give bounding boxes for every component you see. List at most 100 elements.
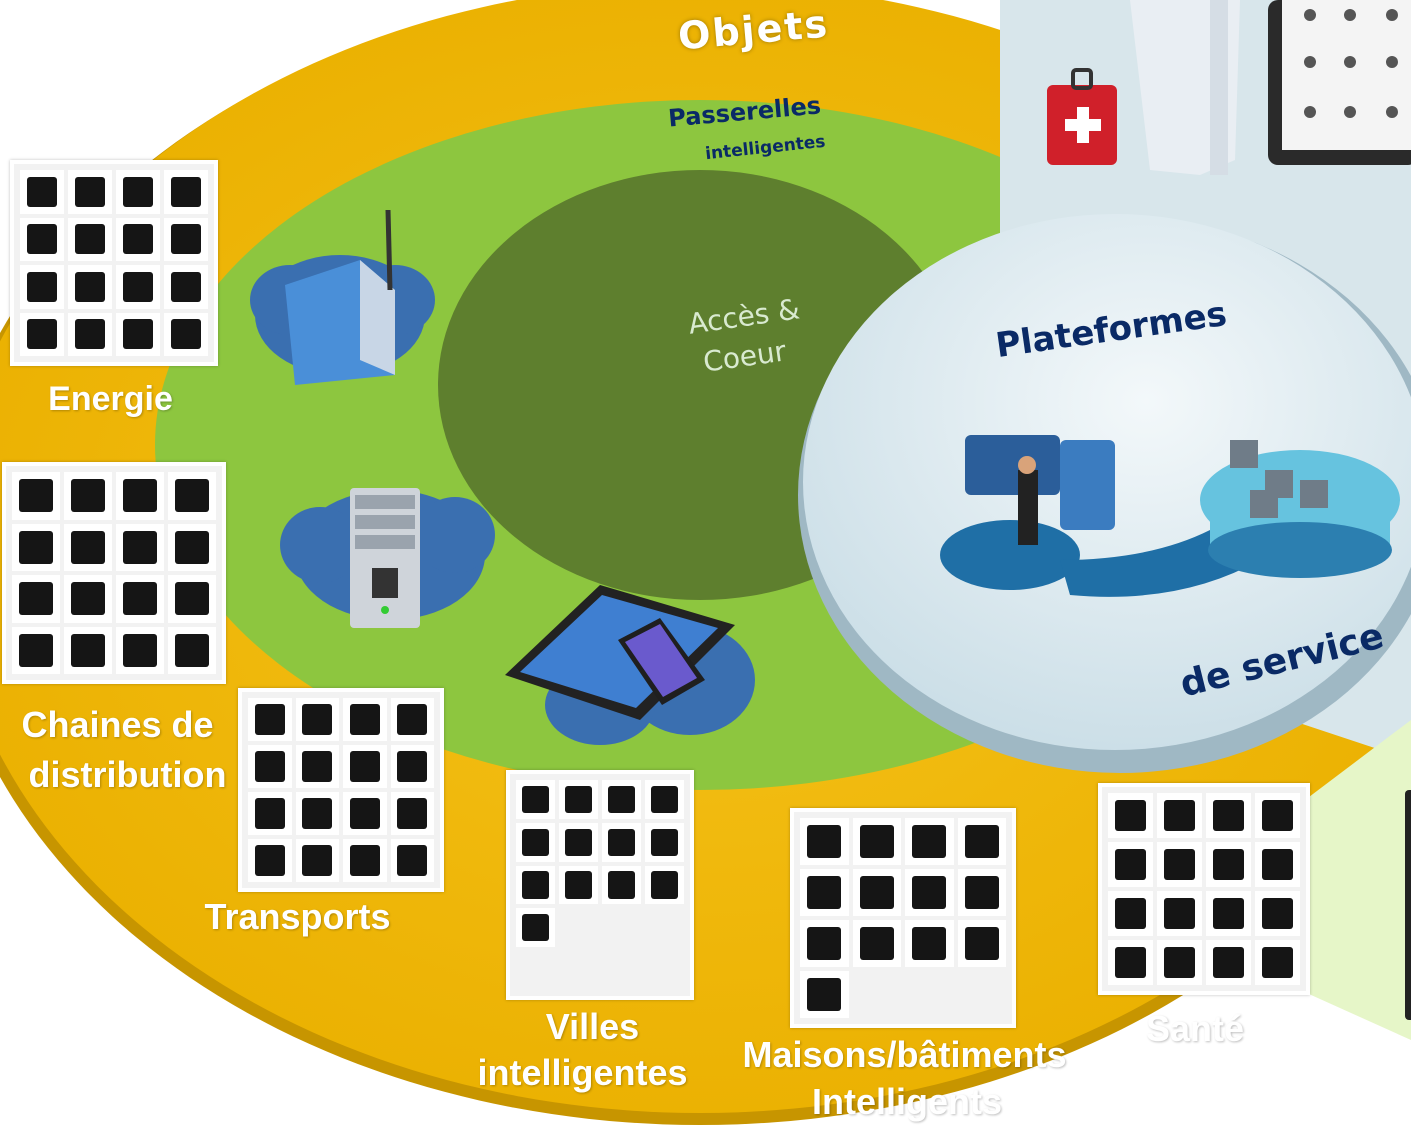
- stethoscope-icon: [1255, 842, 1300, 887]
- factory-icon: [852, 920, 901, 967]
- icon-panel-maisons: [790, 808, 1016, 1028]
- family-house-icon: [905, 869, 954, 916]
- dish-icon: [248, 792, 292, 835]
- open-sign-icon: [116, 575, 164, 623]
- pulse-icon: [1206, 842, 1251, 887]
- oil-drop-icon: [164, 170, 208, 214]
- nuclear-plant-icon: [164, 312, 208, 356]
- icon-panel-chaines: [2, 462, 226, 684]
- coal-cart-icon: [116, 312, 160, 356]
- roof-icon: [905, 920, 954, 967]
- icon-panel-energie: [10, 160, 218, 366]
- money-hand-icon: [116, 626, 164, 674]
- buildings-icon: [516, 780, 555, 819]
- tablet-phone-on-cloud: [505, 585, 755, 745]
- category-label-villes-line1: Villes: [545, 1006, 640, 1047]
- cart-minus-icon: [64, 523, 112, 571]
- blood-icon: [1255, 891, 1300, 936]
- doctor-illustration: [1047, 0, 1411, 175]
- router-on-cloud: [250, 209, 435, 385]
- block-icon: [559, 865, 598, 905]
- hand-house-icon: [957, 869, 1006, 916]
- category-label-maisons-line2: Intelligents: [811, 1081, 1003, 1122]
- house-tools-icon: [957, 920, 1006, 967]
- drip-icon: [1255, 940, 1300, 985]
- fuel-station-icon: [343, 792, 387, 835]
- wind-turbine-icon: [20, 265, 64, 309]
- mouse-icon: [168, 472, 216, 520]
- pill-icon: [1108, 793, 1153, 838]
- category-label-villes-line2: intelligentes: [477, 1052, 688, 1093]
- online-agent-icon: [168, 523, 216, 571]
- timer-icon: [295, 745, 339, 788]
- apartment-icon: [602, 865, 641, 905]
- odometer-icon: [248, 839, 292, 882]
- molecule-icon: [116, 170, 160, 214]
- oil-rig-icon: [68, 312, 112, 356]
- boxes-icon: [116, 472, 164, 520]
- gears-icon: [390, 839, 434, 882]
- hospital-icon: [1157, 891, 1202, 936]
- contract-icon: [12, 626, 60, 674]
- house-icon: [800, 818, 849, 865]
- bridge-icon: [602, 822, 641, 862]
- dna-icon: [1206, 793, 1251, 838]
- category-label-sante: Santé: [1145, 1008, 1245, 1049]
- coupon-icon: [12, 523, 60, 571]
- category-label-chaines-line1: Chaines de: [21, 704, 214, 745]
- houses-icon: [516, 865, 555, 905]
- city-strip-icon: [516, 908, 555, 948]
- tooth-icon: [1108, 940, 1153, 985]
- office-icon: [516, 822, 555, 862]
- category-label-energie: Energie: [48, 380, 173, 418]
- block-icon: [800, 971, 849, 1018]
- basket-icon: [64, 472, 112, 520]
- category-label-maisons-line1: Maisons/bâtiments: [742, 1034, 1067, 1075]
- category-label-transports: Transports: [204, 896, 391, 937]
- globe-pin-icon: [343, 745, 387, 788]
- server-on-cloud: [280, 488, 495, 628]
- skyline-icon: [559, 822, 598, 862]
- solar-house-icon: [20, 217, 64, 261]
- house-icon: [645, 822, 684, 862]
- handshake-icon: [168, 626, 216, 674]
- home-arrow-icon: [800, 869, 849, 916]
- towers-icon: [602, 780, 641, 819]
- factory-icon: [68, 217, 112, 261]
- route-icon: [390, 745, 434, 788]
- category-label-chaines-line2: distribution: [28, 754, 227, 795]
- office-icon: [852, 818, 901, 865]
- syringe-icon: [1206, 940, 1251, 985]
- sale-badge-icon: [64, 575, 112, 623]
- home-icon: [390, 698, 434, 741]
- icon-panel-transports: [238, 688, 444, 892]
- tablet-icon: [1157, 793, 1202, 838]
- test-tubes-icon: [1255, 793, 1300, 838]
- satellite-icon: [248, 745, 292, 788]
- skyscraper-icon: [852, 869, 901, 916]
- car-wifi-icon: [295, 792, 339, 835]
- nurse-icon: [1108, 842, 1153, 887]
- truck-icon: [64, 626, 112, 674]
- checklist-icon: [390, 792, 434, 835]
- barrel-icon: [68, 265, 112, 309]
- bulb-icon: [116, 217, 160, 261]
- capitol-icon: [645, 780, 684, 819]
- callout-device: [1405, 790, 1411, 1020]
- store-icon: [905, 818, 954, 865]
- finish-flag-icon: [248, 698, 292, 741]
- road-icon: [295, 698, 339, 741]
- birdhouse-icon: [957, 818, 1006, 865]
- thermometer-icon: [1206, 891, 1251, 936]
- clock-24-icon: [12, 575, 60, 623]
- fuel-pump-icon: [20, 312, 64, 356]
- cart-plus-icon: [116, 523, 164, 571]
- globe-search-icon: [343, 698, 387, 741]
- medical-form-icon: [1108, 891, 1153, 936]
- route-81-icon: [295, 839, 339, 882]
- doctor-icon: [1157, 842, 1202, 887]
- inhaler-icon: [1157, 940, 1202, 985]
- water-drop-icon: [68, 170, 112, 214]
- green-callout: [1300, 720, 1411, 1040]
- platform-illustration: [940, 435, 1400, 597]
